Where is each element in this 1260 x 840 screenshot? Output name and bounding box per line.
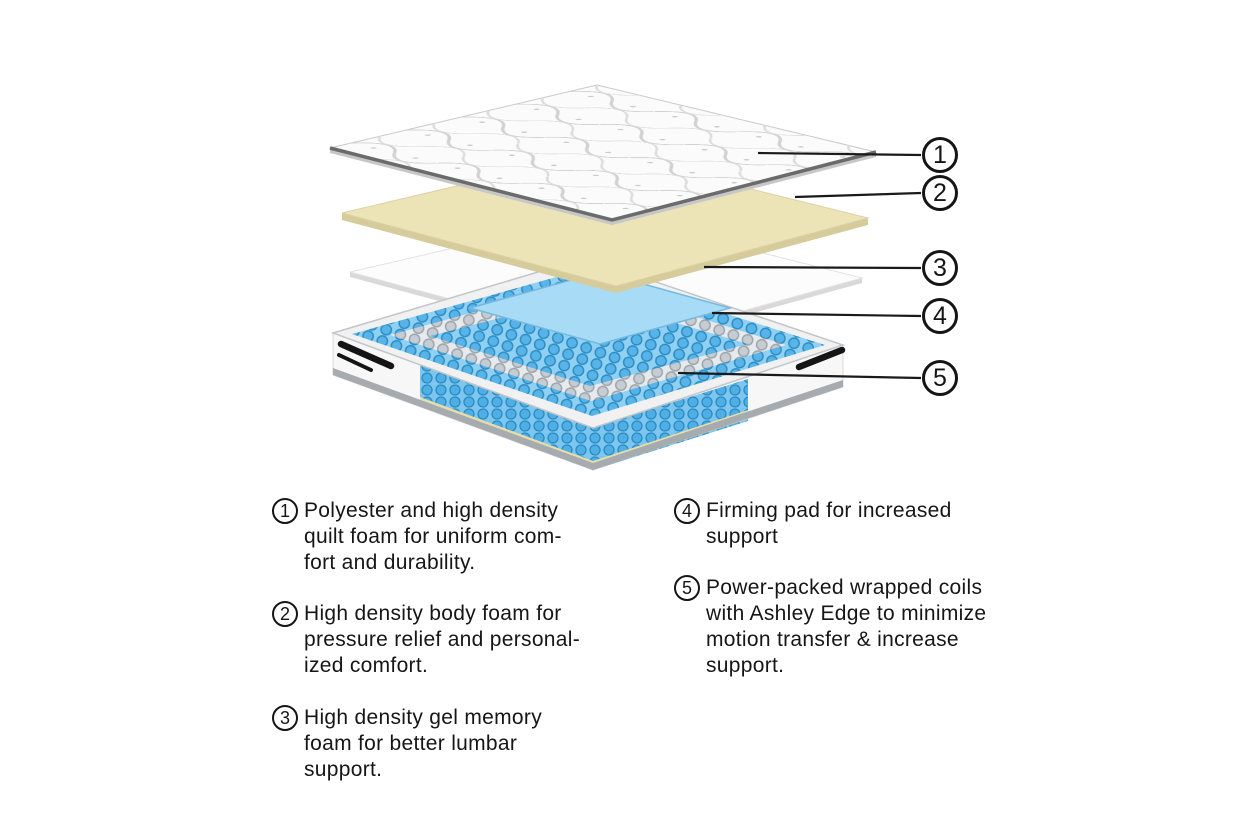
legend-text-5: Power-packed wrapped coils with Ashley E…	[706, 576, 987, 677]
callout-badge-5: 5	[922, 360, 958, 396]
legend-item-3: 3 High density gel memory foam for bette…	[272, 705, 644, 783]
callout-badge-4: 4	[922, 298, 958, 334]
callout-line-5	[677, 371, 922, 380]
exposed-coils-front-left	[420, 364, 593, 470]
legend-text-1: Polyester and high density quilt foam fo…	[304, 499, 562, 574]
legend-number-badge-3: 3	[272, 705, 298, 731]
callout-badge-3: 3	[922, 250, 958, 286]
firming-pad	[467, 271, 733, 345]
right-corner-accent	[795, 346, 846, 371]
callout-line-4	[711, 311, 922, 318]
callout-line-2	[794, 191, 922, 199]
quilt-top-layer	[329, 84, 877, 225]
callout-lines	[677, 151, 922, 380]
legend-text-2: High density body foam for pressure reli…	[304, 602, 581, 677]
left-corner-accent	[337, 340, 395, 370]
legend-number-badge-1: 1	[272, 498, 298, 524]
callout-line-3	[703, 265, 922, 270]
legend-text-3: High density gel memory foam for better …	[304, 706, 542, 781]
legend-number-badge-5: 5	[674, 575, 700, 601]
mattress-diagram	[329, 84, 922, 471]
callout-line-1	[757, 151, 922, 157]
legend-item-1: 1 Polyester and high density quilt foam …	[272, 498, 644, 576]
legend-number-badge-4: 4	[674, 498, 700, 524]
legend-number-badge-2: 2	[272, 601, 298, 627]
coil-base-block	[330, 257, 846, 471]
legend-item-4: 4 Firming pad for increased support	[674, 498, 1054, 550]
legend-item-5: 5 Power-packed wrapped coils with Ashley…	[674, 575, 1054, 679]
callout-badge-1: 1	[922, 137, 958, 173]
quilt-binding-edge	[329, 146, 877, 222]
callout-badge-2: 2	[922, 175, 958, 211]
legend-text-4: Firming pad for increased support	[706, 499, 952, 548]
exposed-coils-front-right	[593, 379, 748, 470]
base-bottom-edge	[333, 368, 843, 470]
legend-item-2: 2 High density body foam for pressure re…	[272, 601, 644, 679]
